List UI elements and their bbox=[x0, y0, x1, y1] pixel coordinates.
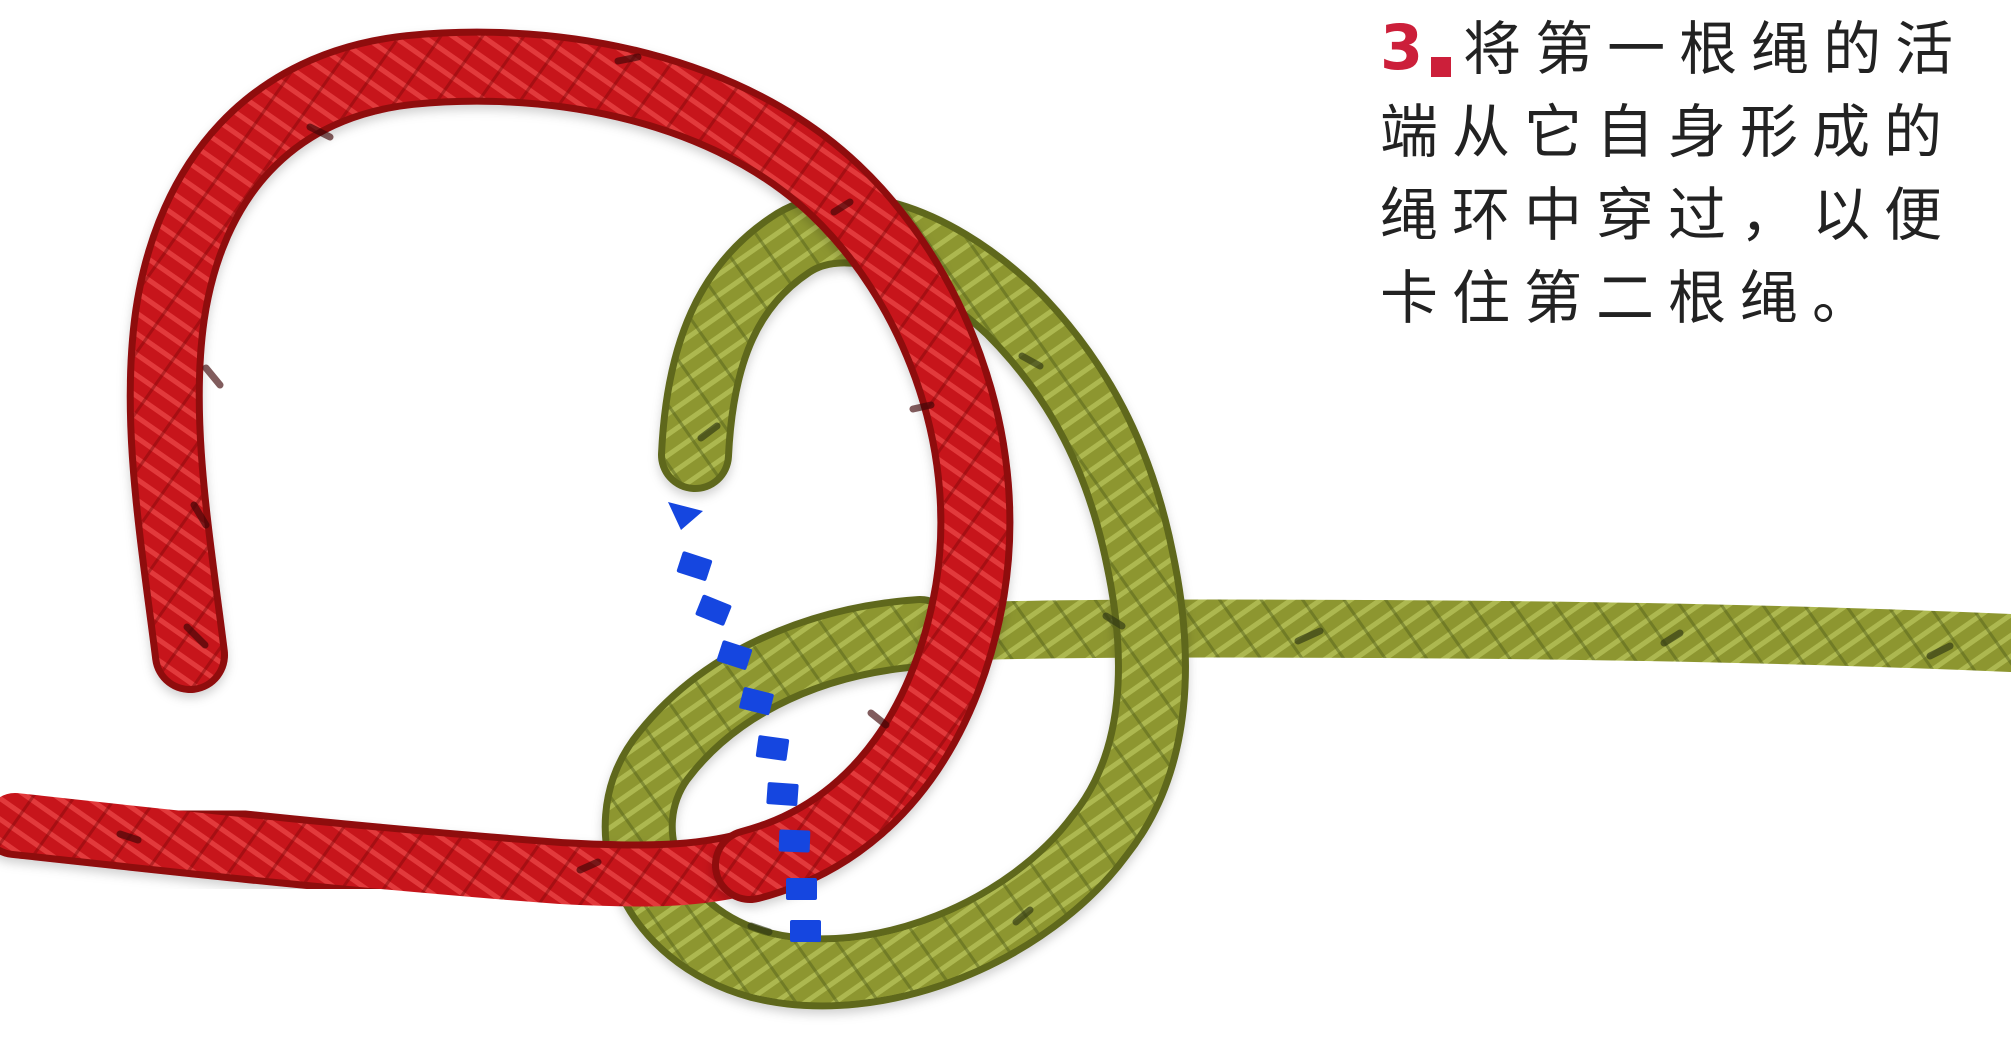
step-number: 3 bbox=[1380, 6, 1423, 89]
step-number-dot bbox=[1431, 57, 1451, 77]
guide-arrow-head bbox=[668, 502, 703, 530]
step-instruction-text: 将第一根绳的活端从它自身形成的绳环中穿过，以便卡住第二根绳。 bbox=[1380, 15, 1967, 332]
step-number-wrap: 3 bbox=[1380, 6, 1451, 89]
step-caption: 3 将第一根绳的活端从它自身形成的绳环中穿过，以便卡住第二根绳。 bbox=[1380, 6, 2011, 340]
